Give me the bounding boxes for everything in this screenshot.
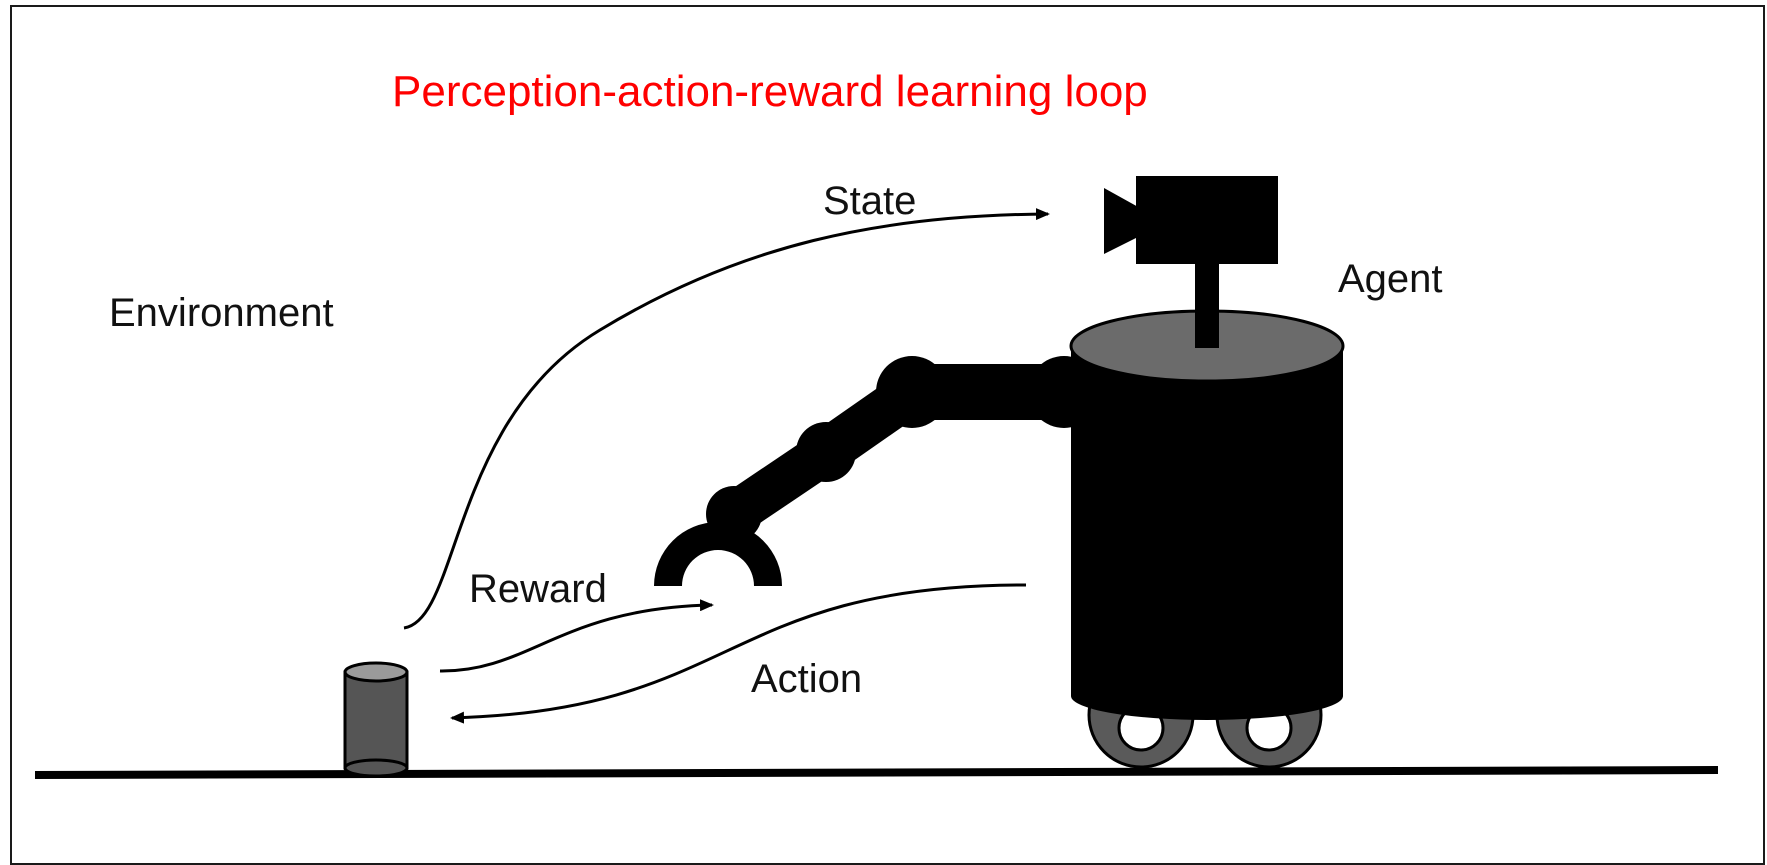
- reward-label: Reward: [469, 567, 607, 611]
- robot-agent: [654, 176, 1345, 769]
- camera-mast: [1195, 256, 1219, 348]
- camera-icon: [1104, 176, 1278, 264]
- action-label: Action: [751, 657, 862, 701]
- robot-arm: [654, 356, 1100, 586]
- robot-body: [1071, 346, 1343, 696]
- robot-gripper: [654, 522, 782, 586]
- action-arrow: [450, 583, 1027, 724]
- environment-label: Environment: [109, 291, 334, 335]
- ground-line: [34, 766, 1719, 779]
- reward-arrow: [439, 599, 714, 673]
- state-label: State: [823, 179, 916, 223]
- state-arrow: [403, 208, 1050, 630]
- diagram-title: Perception-action-reward learning loop: [392, 67, 1148, 116]
- can-object: [343, 661, 409, 778]
- agent-label: Agent: [1338, 257, 1443, 301]
